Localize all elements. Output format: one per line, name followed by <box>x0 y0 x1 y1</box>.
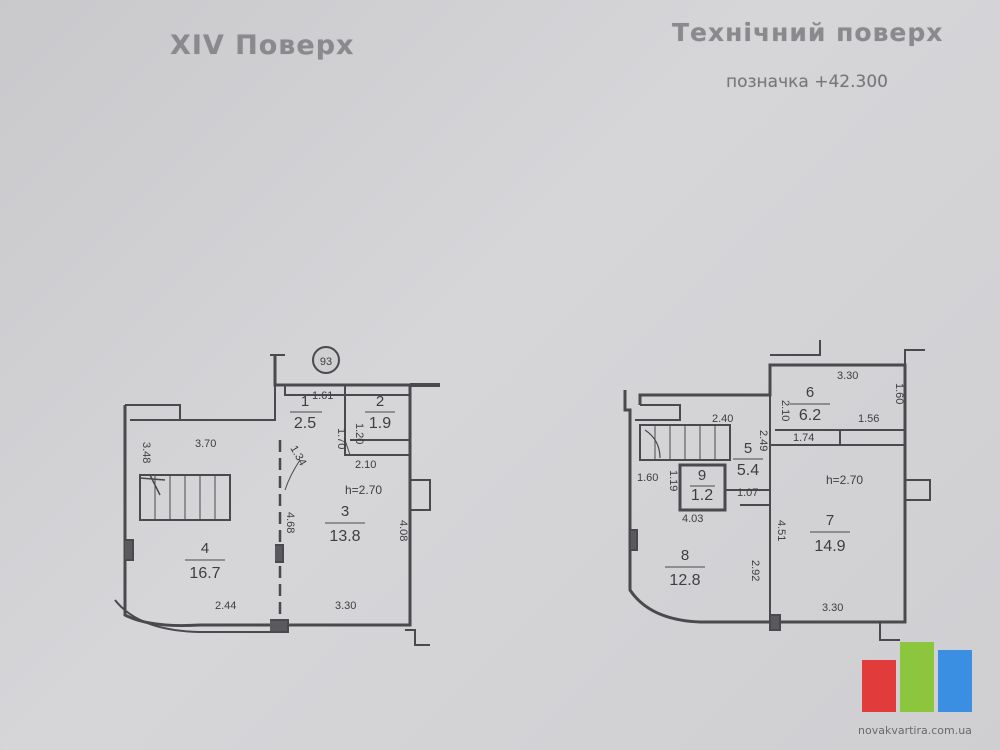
dim-1-07: 1.07 <box>737 487 758 499</box>
dim-3-30-top: 3.30 <box>837 370 858 382</box>
dim-1-34: 1.34 <box>287 444 308 469</box>
room-1-area: 2.5 <box>294 415 316 432</box>
room-4-number: 4 <box>201 540 209 557</box>
right-ceiling-height: h=2.70 <box>826 473 863 487</box>
dim-2-44: 2.44 <box>215 600 236 612</box>
room-6-area: 6.2 <box>799 407 821 424</box>
room-5-number: 5 <box>744 440 752 457</box>
dim-2-49: 2.49 <box>757 430 769 451</box>
left-ceiling-height: h=2.70 <box>345 483 382 497</box>
unit-badge: 93 <box>312 346 340 374</box>
right-floor-title: Технічний поверх <box>672 18 944 47</box>
dim-2-92: 2.92 <box>749 560 761 581</box>
dim-2-40: 2.40 <box>712 413 733 425</box>
dim-4-68: 4.68 <box>284 512 296 533</box>
elevation-mark: позначка +42.300 <box>726 72 888 92</box>
room-6-number: 6 <box>806 384 814 401</box>
room-4-area: 16.7 <box>189 565 220 582</box>
dim-1-70: 1.70 <box>335 428 347 449</box>
watermark-logo <box>862 640 980 712</box>
room-1-number: 1 <box>301 393 309 410</box>
dim-1-74: 1.74 <box>793 432 814 444</box>
dim-3-70: 3.70 <box>195 438 216 450</box>
room-8-area: 12.8 <box>669 572 700 589</box>
dim-3-30-bottom: 3.30 <box>822 602 843 614</box>
dim-3-30-left: 3.30 <box>335 600 356 612</box>
room-2-area: 1.9 <box>369 415 391 432</box>
room-3-number: 3 <box>341 503 349 520</box>
dim-4-08: 4.08 <box>397 520 409 541</box>
left-floor-title: XIV Поверх <box>170 30 355 61</box>
room-5-area: 5.4 <box>737 462 759 479</box>
room-3-area: 13.8 <box>329 528 360 545</box>
logo-building-green <box>900 642 934 712</box>
room-7-area: 14.9 <box>814 538 845 555</box>
right-plan-walls <box>623 340 931 641</box>
left-plan-walls <box>114 354 440 646</box>
logo-building-red <box>862 660 896 712</box>
dim-4-51: 4.51 <box>775 520 787 541</box>
dim-2-10-right: 2.10 <box>779 400 791 421</box>
watermark-url: novakvartira.com.ua <box>858 724 972 737</box>
room-9-number: 9 <box>698 467 706 484</box>
room-7-number: 7 <box>826 512 834 529</box>
dim-1-20: 1.20 <box>353 423 365 444</box>
left-plan-labels: 1 2.5 2 1.9 3 13.8 4 16.7 1.61 1.20 1.70… <box>140 390 409 612</box>
dim-1-60-left: 1.60 <box>637 472 658 484</box>
room-9-area: 1.2 <box>691 487 713 504</box>
dim-4-03: 4.03 <box>682 513 703 525</box>
room-2-number: 2 <box>376 393 384 410</box>
dim-1-61: 1.61 <box>312 390 333 402</box>
dim-3-48: 3.48 <box>140 442 152 463</box>
room-8-number: 8 <box>681 547 689 564</box>
logo-building-blue <box>938 650 972 712</box>
dim-1-19: 1.19 <box>667 470 679 491</box>
unit-badge-number: 93 <box>320 356 332 368</box>
dim-2-10: 2.10 <box>355 459 376 471</box>
dim-1-60-right: 1.60 <box>893 383 905 404</box>
dim-1-56: 1.56 <box>858 413 879 425</box>
right-plan-labels: 3.30 1.60 6 6.2 2.10 1.56 1.74 2.40 2.49… <box>637 370 905 614</box>
